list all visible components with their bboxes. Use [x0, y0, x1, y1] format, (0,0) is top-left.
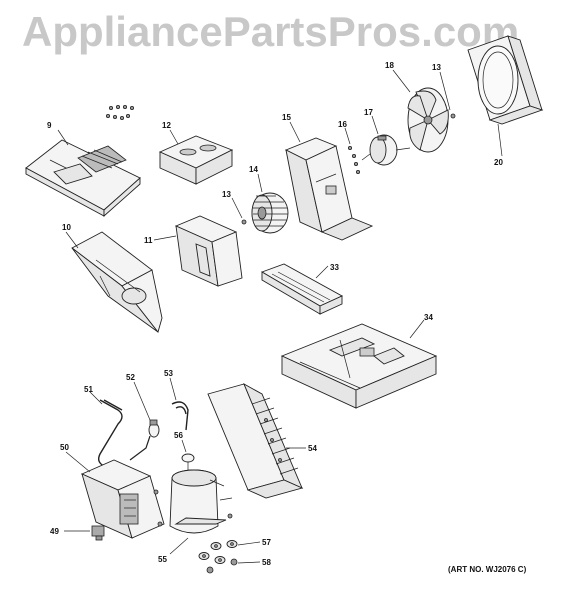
part-20-shroud [467, 35, 544, 125]
callout-50: 50 [60, 443, 69, 452]
part-11-duct [174, 215, 243, 287]
part-9-tray [25, 139, 141, 218]
callout-54: 54 [308, 444, 317, 453]
callout-55: 55 [158, 555, 167, 564]
part-50-control-box [80, 459, 165, 539]
callout-13b: 13 [432, 63, 441, 72]
part-14-blower-wheel [251, 192, 289, 234]
part-49-terminal [91, 525, 105, 541]
part-52-sensor [129, 419, 160, 461]
art-number: (ART NO. WJ2076 C) [448, 565, 527, 574]
callout-20: 20 [494, 158, 503, 167]
callout-33: 33 [330, 263, 339, 272]
callout-11: 11 [144, 236, 153, 245]
screws-icon [106, 105, 134, 121]
callout-18: 18 [385, 61, 394, 70]
part-18-fan-blade [407, 87, 449, 153]
callout-57: 57 [262, 538, 271, 547]
callout-53: 53 [164, 369, 173, 378]
part-56-overload [181, 453, 195, 470]
part-16-clips [347, 145, 360, 174]
callout-34: 34 [424, 313, 433, 322]
part-13-clip [241, 219, 247, 225]
callout-51: 51 [84, 385, 93, 394]
callout-17: 17 [364, 108, 373, 117]
part-33-filter [260, 263, 344, 315]
part-53-tube [171, 401, 189, 431]
part-54-condenser-coil [207, 382, 304, 499]
callout-58: 58 [262, 558, 271, 567]
callout-16: 16 [338, 120, 347, 129]
callout-13a: 13 [222, 190, 231, 199]
part-57-grommets [198, 540, 238, 564]
callout-15: 15 [282, 113, 291, 122]
part-12-cover [158, 135, 234, 185]
watermark: AppliancePartsPros.com [22, 8, 520, 55]
callout-12: 12 [162, 121, 171, 130]
part-55-compressor [169, 469, 233, 534]
callout-10: 10 [62, 223, 71, 232]
part-51-tube [97, 399, 123, 471]
part-34-base-pan [280, 323, 438, 409]
callout-52: 52 [126, 373, 135, 382]
callout-9: 9 [47, 121, 52, 130]
part-10-side-panel [71, 231, 163, 333]
part-17-motor [361, 134, 411, 166]
part-15-scroll-housing [284, 137, 374, 241]
callout-56: 56 [174, 431, 183, 440]
part-58-nuts [206, 558, 238, 574]
part-13-clip-upper [450, 113, 456, 119]
callout-49: 49 [50, 527, 59, 536]
callout-14: 14 [249, 165, 258, 174]
